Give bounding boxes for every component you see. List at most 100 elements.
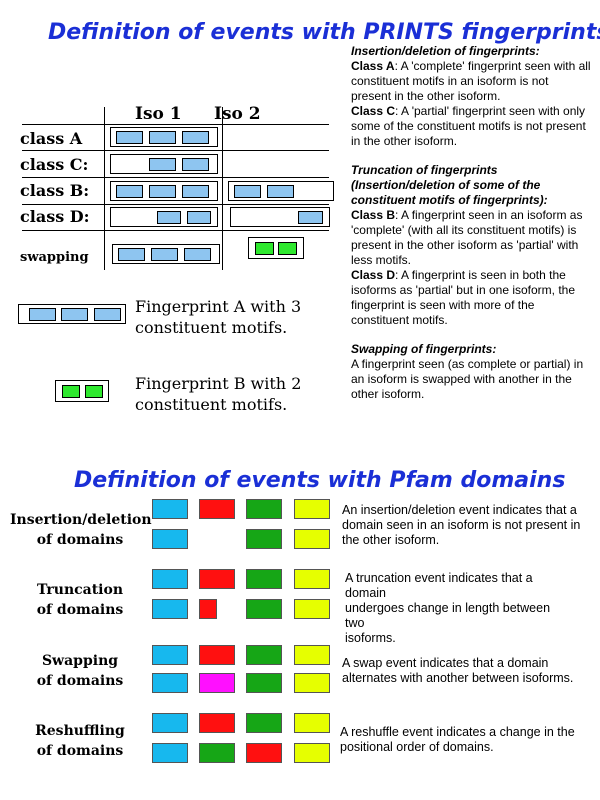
motif-box xyxy=(116,131,143,144)
event-desc-insdel: An insertion/deletion event indicates th… xyxy=(342,503,581,547)
fingerprint-frame xyxy=(228,181,334,201)
motif-box xyxy=(182,185,209,198)
grid-line xyxy=(222,107,223,270)
domain-box-cyan xyxy=(152,529,188,549)
domain-box-green xyxy=(246,645,282,665)
class-b-text: : A fingerprint seen in an isoform as 'c… xyxy=(351,208,583,267)
event-label-line: of domains xyxy=(36,743,124,759)
motif-box xyxy=(187,211,211,224)
motif-box xyxy=(255,242,274,255)
motif-box xyxy=(94,308,121,321)
domain-box-red-truncated xyxy=(199,599,217,619)
event-desc-reshuffling: A reshuffle event indicates a change in … xyxy=(340,725,575,754)
class-c-label: Class C xyxy=(351,104,396,118)
class-a-text: : A 'complete' fingerprint seen with all… xyxy=(351,59,591,103)
domain-box-yellow xyxy=(294,645,330,665)
pfam-title: Definition of events with Pfam domains xyxy=(74,468,566,493)
domain-box-yellow xyxy=(294,673,330,693)
domain-box-green xyxy=(246,713,282,733)
event-label-insdel: Insertion/deletion of domains xyxy=(10,510,152,550)
trunc-title: Truncation of fingerprints (Insertion/de… xyxy=(351,163,548,207)
grid-line xyxy=(22,177,329,178)
fingerprint-frame xyxy=(248,237,304,259)
grid-line xyxy=(22,124,329,125)
domain-box-magenta xyxy=(199,673,235,693)
prints-description: Insertion/deletion of fingerprints: Clas… xyxy=(351,44,591,402)
class-d-text: : A fingerprint is seen in both the isof… xyxy=(351,268,576,327)
fingerprint-frame xyxy=(110,181,218,201)
domain-box-cyan xyxy=(152,499,188,519)
fingerprint-frame xyxy=(110,154,218,174)
event-desc-swapping: A swap event indicates that a domain alt… xyxy=(342,656,574,685)
event-label-reshuffling: Reshuffling of domains xyxy=(10,721,150,761)
legend-text-a: Fingerprint A with 3 constituent motifs. xyxy=(135,296,301,338)
motif-box xyxy=(149,131,176,144)
domain-box-green xyxy=(246,569,282,589)
motif-box xyxy=(85,385,103,398)
legend-line: Fingerprint A with 3 xyxy=(135,297,302,316)
insdel-title: Insertion/deletion of fingerprints: xyxy=(351,44,540,58)
domain-box-green xyxy=(246,499,282,519)
legend-fingerprint-a xyxy=(18,304,126,324)
grid-line xyxy=(22,150,329,151)
fingerprint-frame xyxy=(110,127,218,147)
motif-box xyxy=(61,308,88,321)
event-label-line: of domains xyxy=(36,602,124,618)
domain-box-cyan xyxy=(152,645,188,665)
domain-box-red xyxy=(199,645,235,665)
motif-box xyxy=(182,131,209,144)
motif-box xyxy=(149,185,176,198)
domain-box-cyan xyxy=(152,569,188,589)
legend-text-b: Fingerprint B with 2 constituent motifs. xyxy=(135,373,301,415)
motif-box xyxy=(62,385,80,398)
domain-box-yellow xyxy=(294,713,330,733)
desc-line: A truncation event indicates that a xyxy=(345,571,533,585)
desc-line: domain xyxy=(345,586,386,600)
legend-line: constituent motifs. xyxy=(135,395,288,414)
row-label-class-a: class A xyxy=(20,129,83,148)
domain-box-green xyxy=(199,743,235,763)
motif-box xyxy=(267,185,294,198)
desc-line: two xyxy=(345,616,365,630)
fingerprint-frame xyxy=(110,207,218,227)
fingerprint-frame xyxy=(112,244,220,264)
motif-box xyxy=(149,158,176,171)
event-label-line: of domains xyxy=(36,532,124,548)
domain-box-yellow xyxy=(294,499,330,519)
motif-box xyxy=(29,308,56,321)
class-d-label: Class D xyxy=(351,268,396,282)
domain-box-red xyxy=(199,499,235,519)
col-header-iso2: Iso 2 xyxy=(214,104,261,124)
domain-box-green xyxy=(246,529,282,549)
event-label-swapping: Swapping of domains xyxy=(10,651,150,691)
domain-box-yellow xyxy=(294,569,330,589)
fingerprint-frame xyxy=(230,207,330,227)
event-label-line: Insertion/deletion xyxy=(10,512,152,528)
legend-fingerprint-b xyxy=(55,380,109,402)
row-label-class-d: class D: xyxy=(20,207,90,226)
domain-box-green xyxy=(246,673,282,693)
motif-box xyxy=(151,248,178,261)
motif-box xyxy=(118,248,145,261)
desc-line: isoforms. xyxy=(345,631,396,645)
event-label-line: Swapping xyxy=(41,653,119,669)
motif-box xyxy=(184,248,211,261)
row-label-class-b: class B: xyxy=(20,181,90,200)
domain-box-yellow xyxy=(294,599,330,619)
class-c-text: : A 'partial' fingerprint seen with only… xyxy=(351,104,586,148)
domain-box-red xyxy=(199,569,235,589)
grid-line xyxy=(22,230,329,231)
domain-box-green xyxy=(246,599,282,619)
event-label-line: of domains xyxy=(36,673,124,689)
class-b-label: Class B xyxy=(351,208,396,222)
event-label-truncation: Truncation of domains xyxy=(10,580,150,620)
event-desc-truncation: A truncation event indicates that a doma… xyxy=(345,571,595,646)
motif-box xyxy=(278,242,297,255)
domain-box-cyan xyxy=(152,743,188,763)
domain-box-yellow xyxy=(294,529,330,549)
swap-text: A fingerprint seen (as complete or parti… xyxy=(351,357,584,401)
row-label-class-c: class C: xyxy=(20,155,89,174)
event-label-line: Truncation xyxy=(36,582,124,598)
event-label-line: Reshuffling xyxy=(35,723,125,739)
motif-box xyxy=(157,211,181,224)
